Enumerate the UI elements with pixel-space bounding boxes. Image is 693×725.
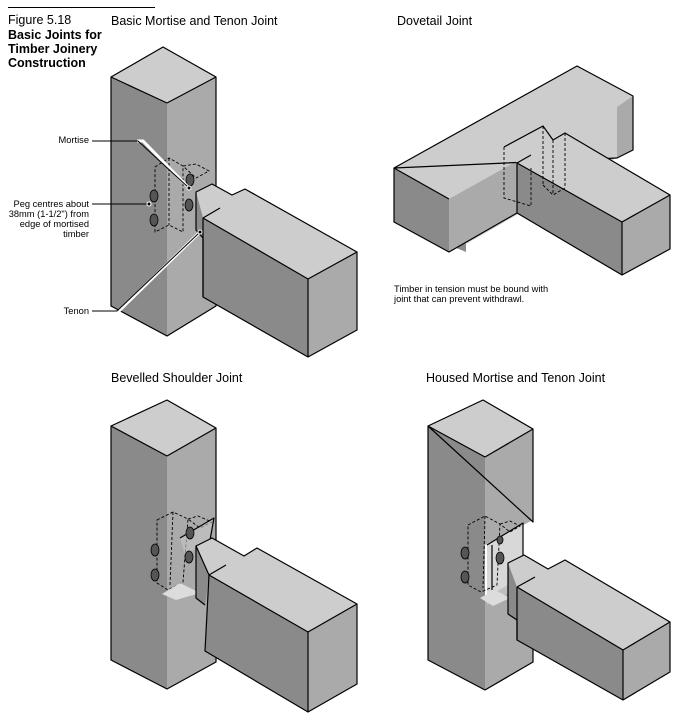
callout-peg-line-4: timber — [63, 229, 89, 239]
panel-title-basic-mortise-tenon: Basic Mortise and Tenon Joint — [111, 14, 278, 28]
leader-dot — [146, 201, 152, 207]
callout-peg-line-3: edge of mortised — [19, 219, 89, 229]
callout-peg-line-1: Peg centres about — [13, 199, 89, 209]
dovetail-note: Timber in tension must be bound with joi… — [394, 284, 548, 304]
peg-icon — [149, 189, 159, 203]
mortise-hidden-lines — [467, 515, 521, 593]
pegs — [149, 173, 195, 227]
peg-icon — [460, 546, 470, 560]
peg-icon — [495, 551, 505, 565]
leader-dot — [197, 229, 203, 235]
peg-icon — [185, 526, 195, 540]
tenon-beam — [195, 183, 358, 358]
panel-title-bevelled-shoulder: Bevelled Shoulder Joint — [111, 371, 243, 385]
callout-peg-centres: Peg centres about 38mm (1-1/2") from edg… — [9, 199, 89, 239]
peg-icon — [496, 535, 504, 545]
dovetail-beam — [503, 125, 671, 276]
callout-mortise: Mortise — [58, 135, 89, 145]
callout-tenon: Tenon — [63, 306, 89, 316]
housed-mortise-tenon-drawing — [427, 399, 671, 701]
peg-icon — [184, 550, 194, 564]
pegs — [460, 535, 505, 584]
tenon-beam — [507, 554, 671, 701]
mortise-leader-line — [92, 140, 190, 189]
panel-title-housed-mortise-tenon: Housed Mortise and Tenon Joint — [426, 371, 606, 385]
peg-icon — [150, 543, 160, 557]
peg-icon — [150, 568, 160, 582]
dovetail-hidden-lines — [503, 126, 566, 207]
leader-dot — [186, 185, 192, 191]
peg-icon — [184, 198, 194, 212]
panel-title-dovetail: Dovetail Joint — [397, 14, 473, 28]
bevelled-shoulder-drawing — [110, 399, 358, 713]
figure-number: Figure 5.18 — [8, 13, 72, 27]
dovetail-note-line-2: joint that can prevent withdrawl. — [394, 294, 525, 304]
header-rule — [8, 7, 155, 8]
pegs — [150, 526, 195, 582]
dovetail-drawing — [393, 65, 671, 276]
bevelled-beam — [195, 537, 358, 713]
callout-leaders — [92, 139, 203, 313]
figure-title: Basic Joints for Timber Joinery Construc… — [8, 28, 102, 70]
callout-peg-line-2: 38mm (1-1/2") from — [8, 209, 89, 219]
post — [427, 399, 534, 691]
peg-icon — [149, 213, 159, 227]
dovetail-note-line-1: Timber in tension must be bound with — [394, 284, 549, 294]
tenon-leader-line — [92, 231, 201, 312]
basic-mortise-tenon-drawing — [92, 46, 358, 358]
peg-icon — [460, 570, 470, 584]
